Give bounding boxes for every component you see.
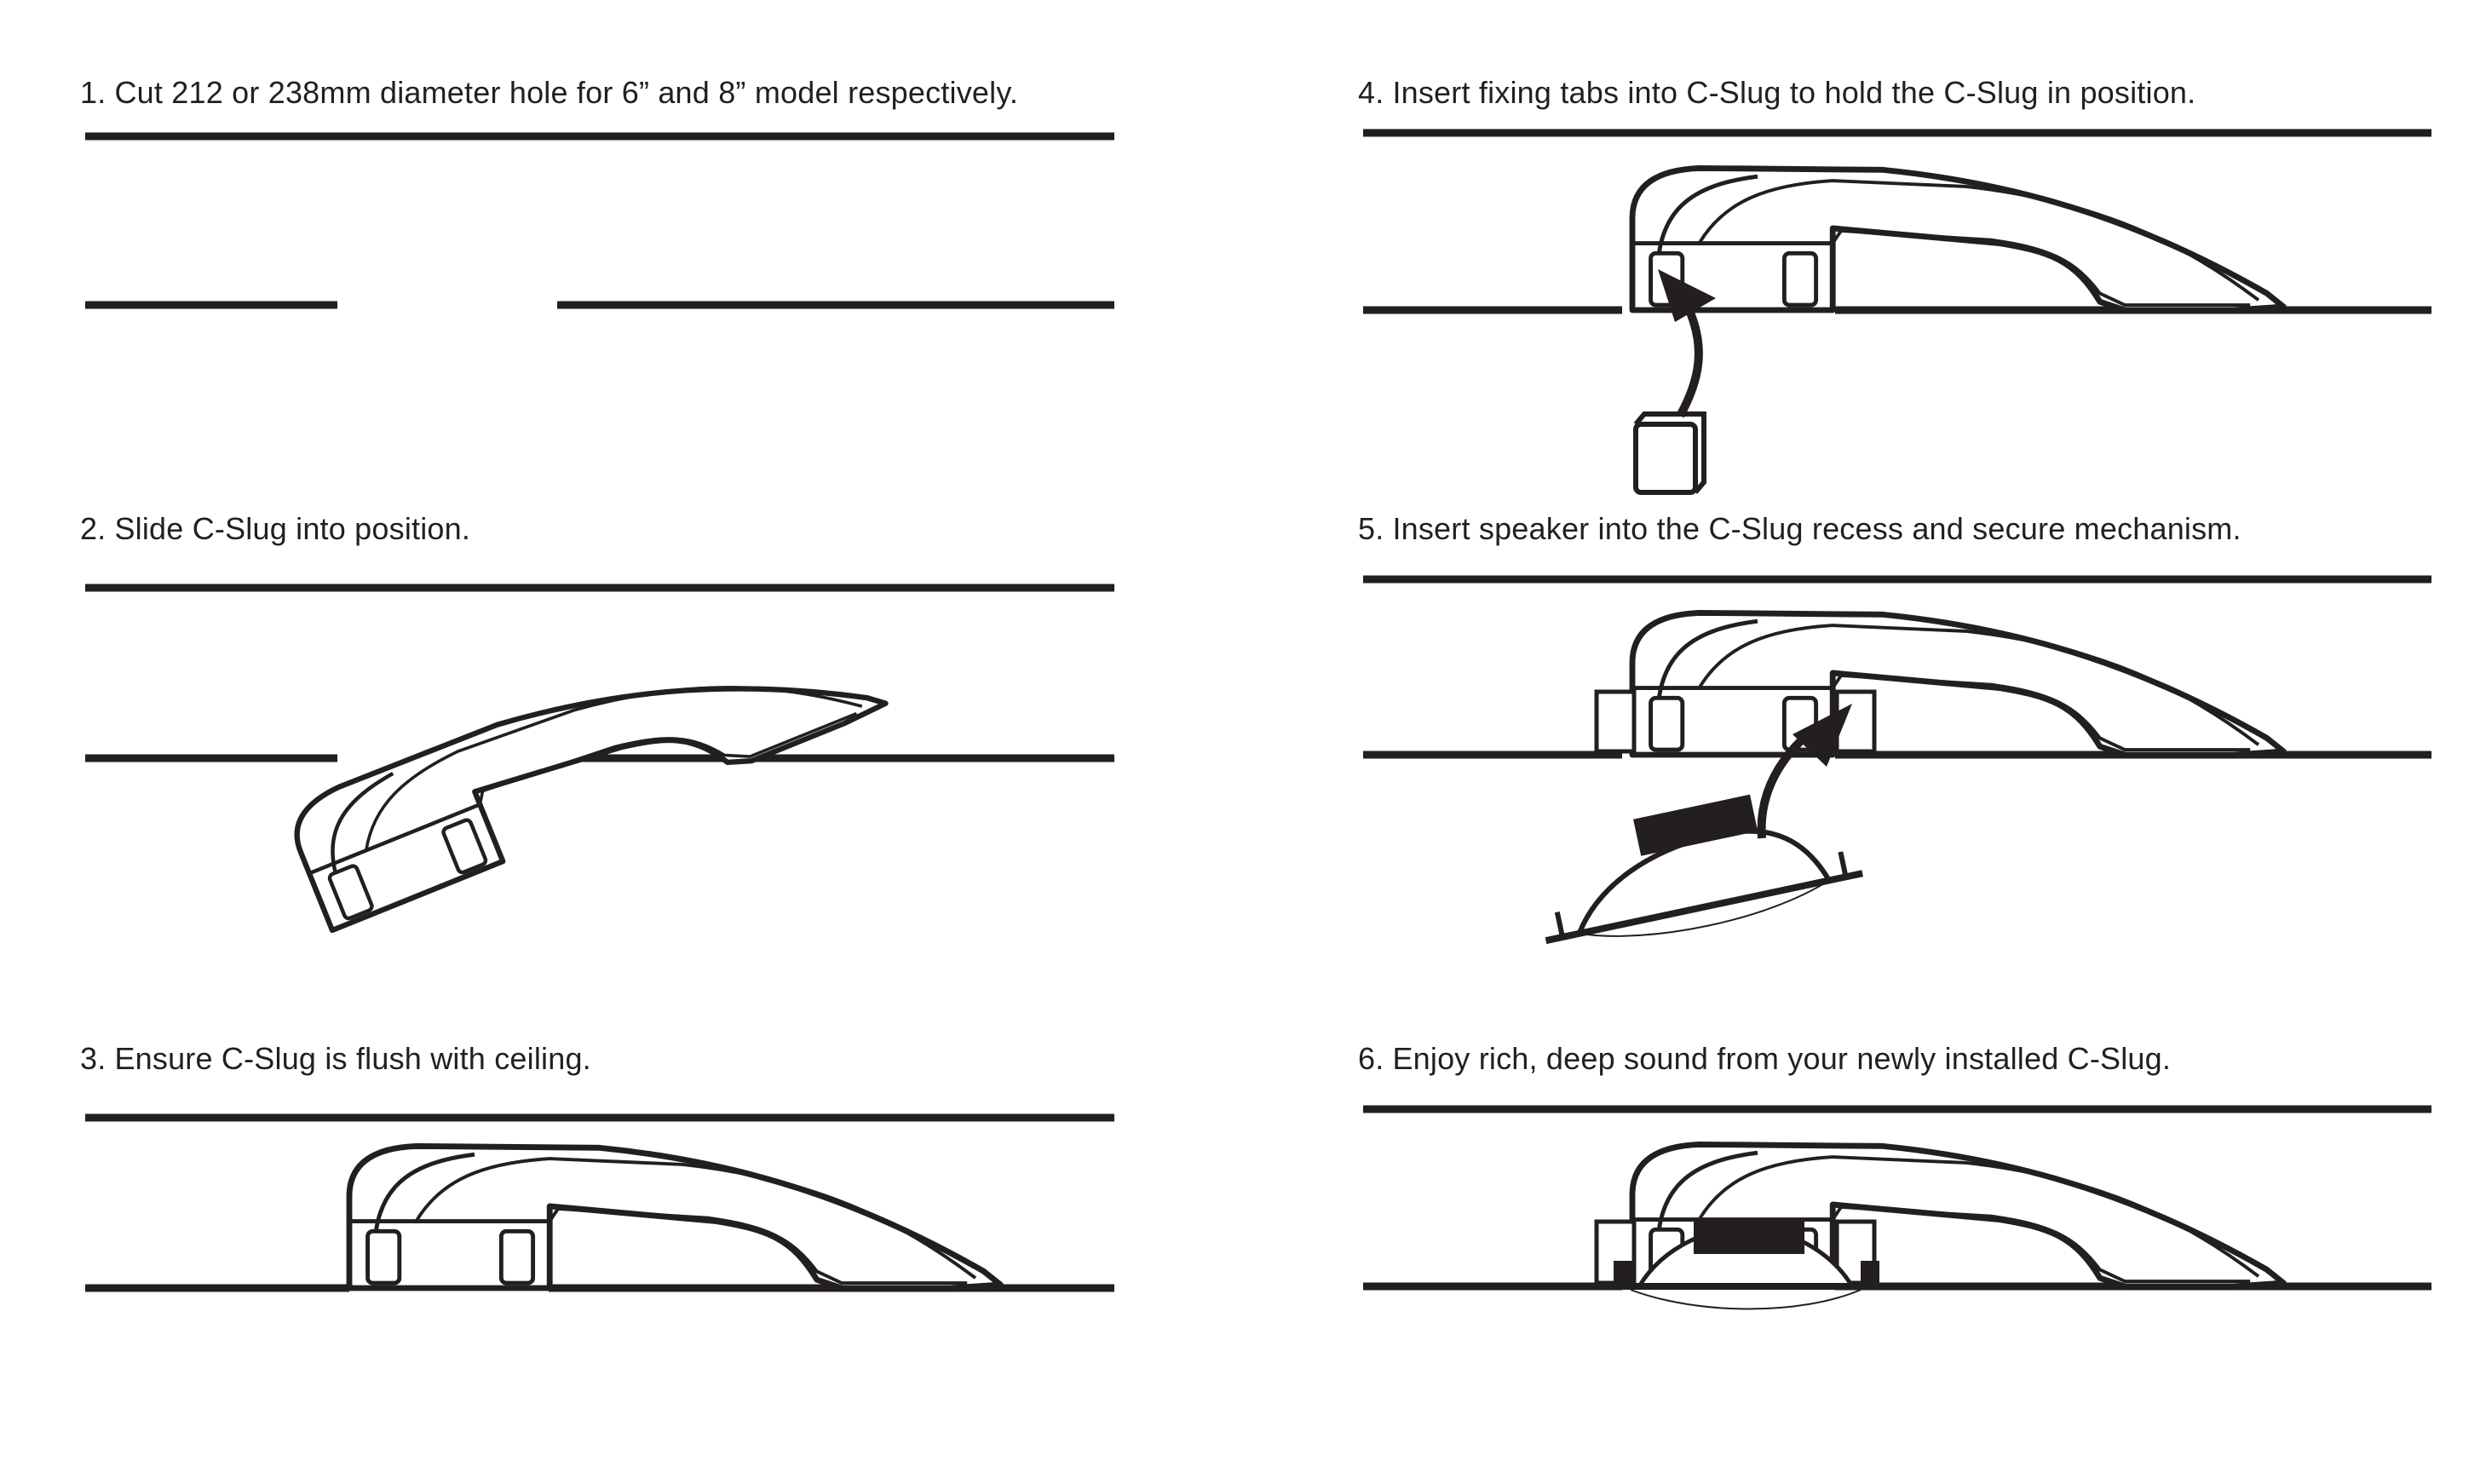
step-3-diagram xyxy=(85,1113,1114,1292)
c-slug-icon xyxy=(1632,613,2283,755)
step-5-number: 5. xyxy=(1358,511,1384,546)
step-3: 3.Ensure C-Slug is flush with ceiling. xyxy=(80,1041,1324,1484)
c-slug-icon xyxy=(1632,168,2283,310)
step-6-title: 6.Enjoy rich, deep sound from your newly… xyxy=(1358,1041,2171,1077)
step-6-diagram xyxy=(1363,1105,2431,1310)
step-1-number: 1. xyxy=(80,75,106,110)
step-1: 1.Cut 212 or 238mm diameter hole for 6” … xyxy=(80,75,1324,518)
insert-arrow-icon xyxy=(1658,269,1716,418)
step-2-text: Slide C-Slug into position. xyxy=(114,511,471,546)
step-6-text: Enjoy rich, deep sound from your newly i… xyxy=(1392,1041,2172,1076)
step-2: 2.Slide C-Slug into position. xyxy=(80,511,1324,954)
step-1-title: 1.Cut 212 or 238mm diameter hole for 6” … xyxy=(80,75,1018,111)
fixing-tab-icon xyxy=(1633,411,1706,495)
step-3-text: Ensure C-Slug is flush with ceiling. xyxy=(114,1041,591,1076)
step-5-text: Insert speaker into the C-Slug recess an… xyxy=(1392,511,2241,546)
step-2-diagram xyxy=(85,511,1114,988)
step-4-text: Insert fixing tabs into C-Slug to hold t… xyxy=(1392,75,2196,110)
step-6-number: 6. xyxy=(1358,1041,1384,1076)
step-4-number: 4. xyxy=(1358,75,1384,110)
step-4-diagram xyxy=(1363,129,2431,495)
c-slug-icon xyxy=(349,1146,1000,1288)
step-1-diagram xyxy=(85,132,1114,309)
step-5: 5.Insert speaker into the C-Slug recess … xyxy=(1358,511,2486,954)
step-4: 4.Insert fixing tabs into C-Slug to hold… xyxy=(1358,75,2486,518)
step-6: 6.Enjoy rich, deep sound from your newly… xyxy=(1358,1041,2486,1484)
insert-arrow-icon xyxy=(1757,704,1852,839)
step-5-diagram xyxy=(1363,575,2431,945)
step-3-number: 3. xyxy=(80,1041,106,1076)
step-1-text: Cut 212 or 238mm diameter hole for 6” an… xyxy=(114,75,1019,110)
step-4-title: 4.Insert fixing tabs into C-Slug to hold… xyxy=(1358,75,2195,111)
speaker-icon xyxy=(1605,1220,1886,1310)
step-3-title: 3.Ensure C-Slug is flush with ceiling. xyxy=(80,1041,591,1077)
step-5-title: 5.Insert speaker into the C-Slug recess … xyxy=(1358,511,2241,547)
step-2-number: 2. xyxy=(80,511,106,546)
slug-side-tab-left xyxy=(1594,689,1637,754)
step-2-title: 2.Slide C-Slug into position. xyxy=(80,511,470,547)
speaker-icon xyxy=(1545,794,1863,945)
